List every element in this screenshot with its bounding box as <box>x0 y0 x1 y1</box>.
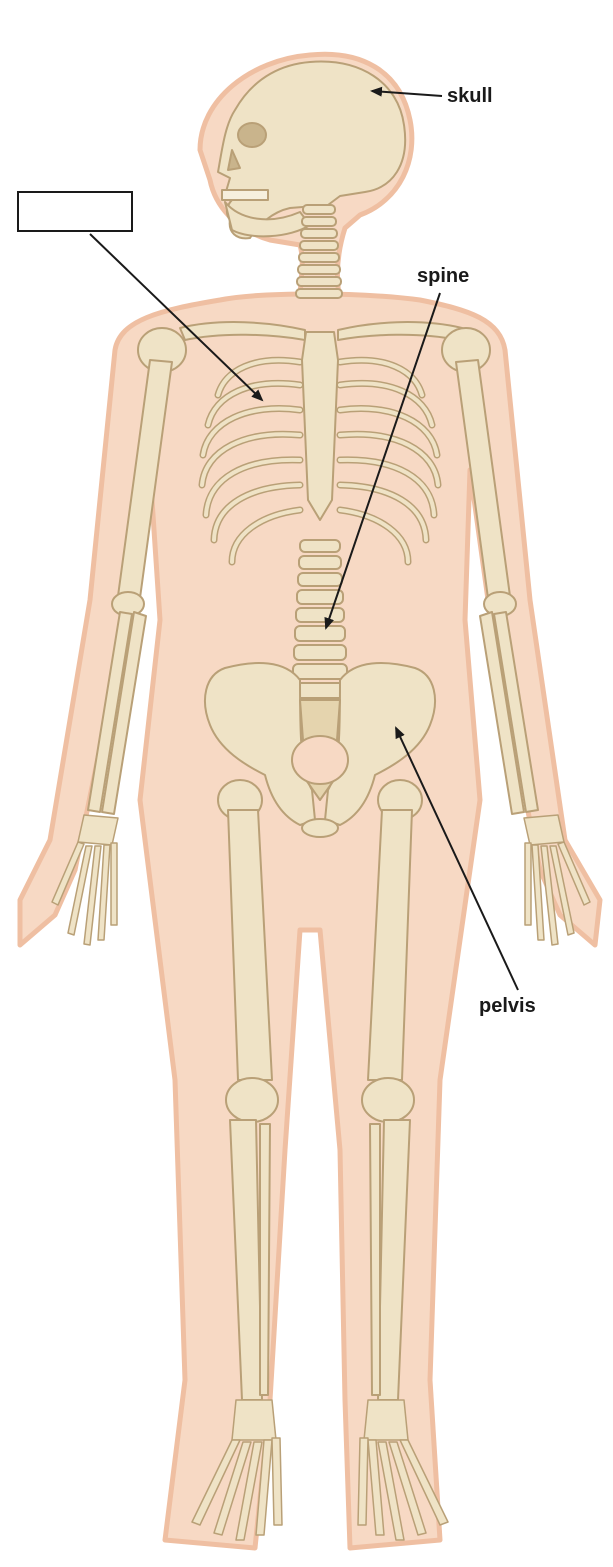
left-fibula <box>260 1124 270 1395</box>
vertebra <box>301 229 337 238</box>
right-fibula <box>370 1124 380 1395</box>
vertebra <box>296 608 344 622</box>
pubic-symphysis <box>302 819 338 837</box>
left-wrist <box>78 815 118 845</box>
vertebra <box>300 540 340 552</box>
vertebra <box>299 253 339 262</box>
vertebra <box>298 265 340 274</box>
finger <box>525 843 531 925</box>
skull-label: skull <box>447 85 493 107</box>
toe <box>358 1438 368 1525</box>
toe <box>272 1438 282 1525</box>
finger <box>111 843 117 925</box>
left-knee <box>226 1078 278 1122</box>
vertebra <box>293 664 347 679</box>
right-ankle <box>364 1400 408 1440</box>
teeth <box>222 190 268 200</box>
vertebra <box>303 205 335 214</box>
pelvic-opening <box>292 736 348 784</box>
vertebra <box>302 217 336 226</box>
vertebra <box>295 626 345 641</box>
pelvis-label: pelvis <box>479 995 536 1017</box>
vertebra <box>300 241 338 250</box>
right-wrist <box>524 815 564 845</box>
spine-label: spine <box>417 265 469 287</box>
eye-socket <box>238 123 266 147</box>
vertebra <box>298 573 342 586</box>
vertebra <box>296 289 342 298</box>
sternum <box>302 332 338 520</box>
right-knee <box>362 1078 414 1122</box>
left-ankle <box>232 1400 276 1440</box>
vertebra <box>297 277 341 286</box>
vertebra <box>294 645 346 660</box>
vertebra <box>299 556 341 569</box>
blank-label-box[interactable] <box>18 192 132 231</box>
